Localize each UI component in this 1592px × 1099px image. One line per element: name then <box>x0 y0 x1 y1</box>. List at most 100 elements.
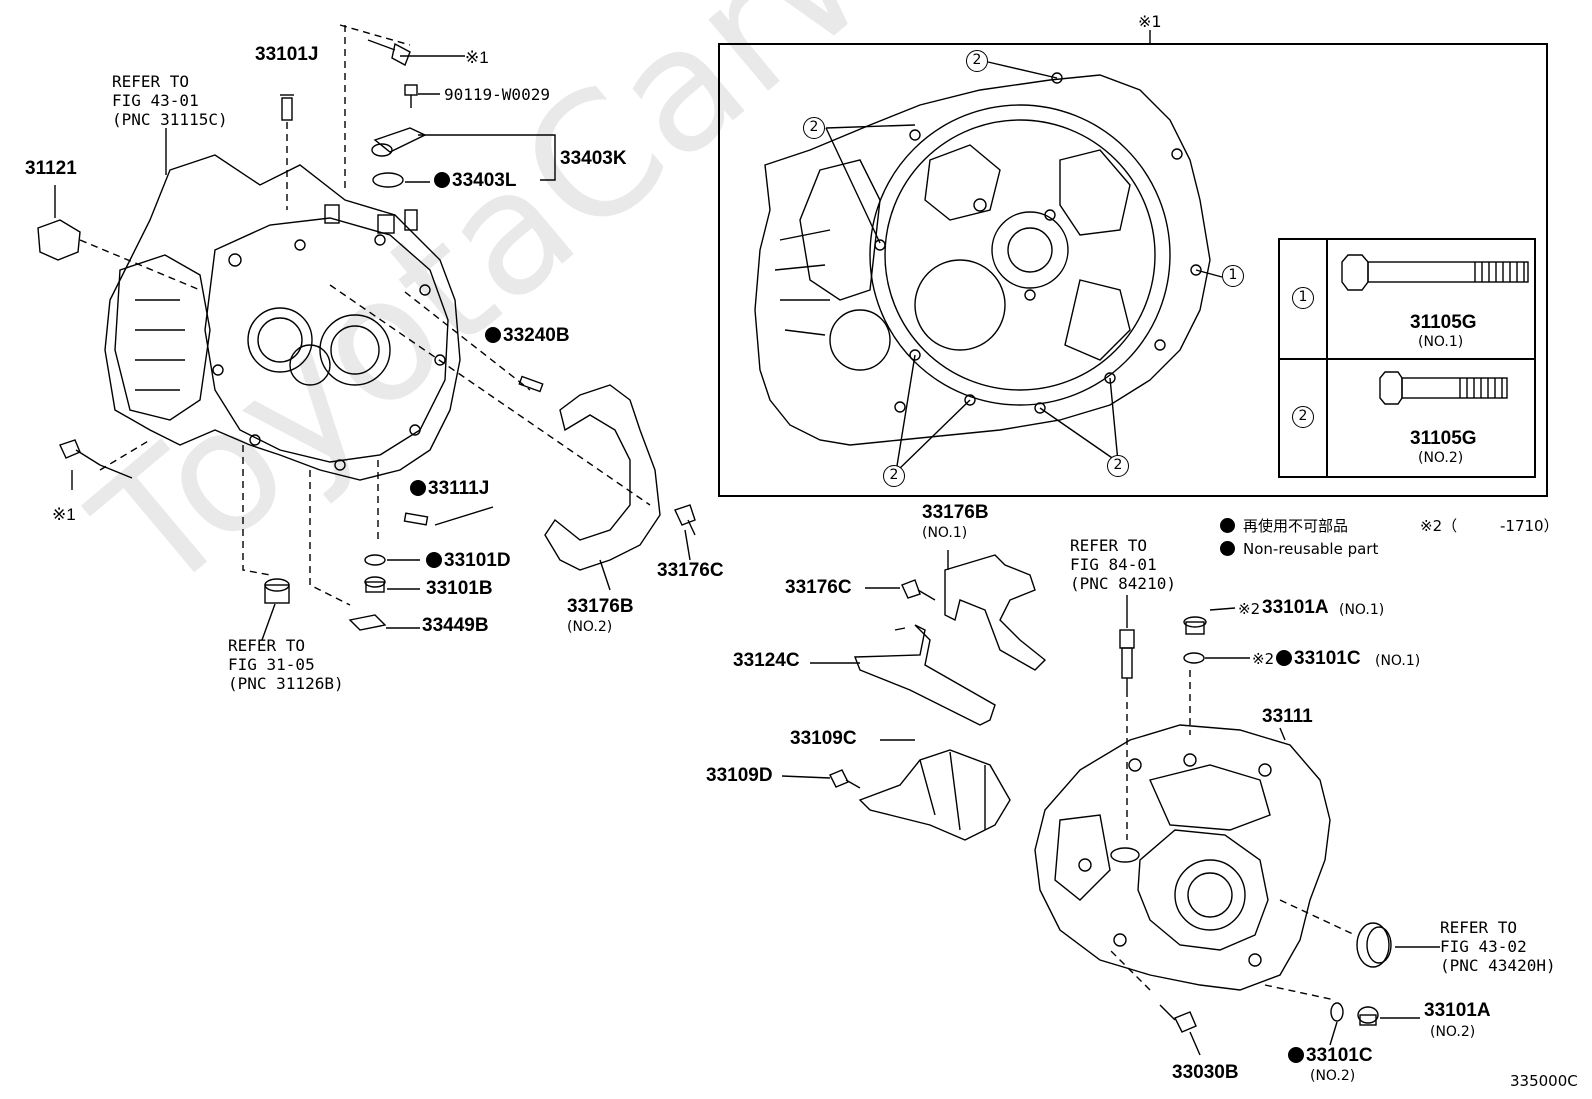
label-33101A-no2: 33101A <box>1424 1000 1491 1021</box>
bolt-33109D-drawing <box>829 769 861 789</box>
legend-en-text: Non-reusable part <box>1243 540 1379 558</box>
bolt-row-1-num-cell: 1 <box>1280 240 1328 358</box>
label-33176C-right: 33176C <box>657 560 724 581</box>
note-2-b: ※2 <box>1252 650 1275 668</box>
plug-33101A-no1-drawing <box>1183 616 1207 635</box>
bolt-row-1-callout: 1 <box>1292 287 1314 309</box>
oil-seal-43420H-drawing <box>1356 922 1392 968</box>
label-33111J: 33111J <box>410 478 489 500</box>
bolt-row-2-callout: 2 <box>1292 406 1314 428</box>
refer-line-2: FIG 84-01 <box>1070 555 1157 574</box>
bolt-row-2-num-cell: 2 <box>1280 358 1328 476</box>
refer-line-3: (PNC 31126B) <box>228 674 344 693</box>
legend-english: Non-reusable part <box>1220 540 1378 558</box>
label-note-1: ※1 <box>465 48 489 67</box>
part-31121-drawing <box>37 219 81 261</box>
label-33176C-left: 33176C <box>785 577 852 598</box>
label-33111: 33111 <box>1262 706 1313 727</box>
non-reusable-dot-icon <box>1276 650 1292 666</box>
refer-line-3: (PNC 31115C) <box>112 110 228 129</box>
non-reusable-dot-icon <box>1288 1047 1304 1063</box>
label-33176B-no2-sub: (NO.2) <box>567 619 613 635</box>
washer-33101D-drawing <box>364 554 386 566</box>
part-33101J-drawing <box>280 94 294 121</box>
label-33176B-no1: 33176B <box>922 502 989 523</box>
label-33124C: 33124C <box>733 650 800 671</box>
inset-frame <box>718 43 1548 497</box>
non-reusable-dot-icon <box>410 480 426 496</box>
callout-2-bottom-right: 2 <box>1107 455 1129 477</box>
bolt-row-2-part: 31105G <box>1410 428 1477 449</box>
refer-fig-31-05: REFER TO FIG 31-05 (PNC 31126B) <box>228 636 344 693</box>
label-33101A-no2-sub: (NO.2) <box>1430 1024 1476 1040</box>
inset-housing-drawing <box>754 72 1211 446</box>
label-33101C-no2-text: 33101C <box>1306 1045 1373 1066</box>
callout-1-right: 1 <box>1222 265 1244 287</box>
bolt-row-1-sub: (NO.1) <box>1418 334 1464 350</box>
non-reusable-dot-icon <box>426 552 442 568</box>
label-90119-W0029: 90119-W0029 <box>444 85 550 104</box>
non-reusable-dot-icon <box>434 172 450 188</box>
label-33176B-no2: 33176B <box>567 596 634 617</box>
label-31121: 31121 <box>25 158 77 179</box>
legend-note-2: ※2（ <box>1420 517 1458 535</box>
inset-note: ※1 <box>1138 12 1162 31</box>
refer-line-1: REFER TO <box>228 636 306 655</box>
label-33101A-no1: 33101A <box>1262 597 1329 618</box>
label-33101D-text: 33101D <box>444 550 511 571</box>
note-2-a: ※2 <box>1238 600 1261 618</box>
label-33403L: 33403L <box>434 170 516 192</box>
plug-33101B-drawing <box>364 576 386 593</box>
callout-2-top: 2 <box>966 50 988 72</box>
label-33240B: 33240B <box>485 325 570 347</box>
right-housing-drawing <box>1034 724 1331 991</box>
bolt-row-2-sub: (NO.2) <box>1418 450 1464 466</box>
label-note-1-bottom: ※1 <box>52 505 76 524</box>
refer-line-1: REFER TO <box>1440 918 1518 937</box>
label-33101C-no2-sub: (NO.2) <box>1310 1068 1356 1084</box>
bolt-33030B-drawing <box>1159 1004 1197 1033</box>
plug-33101A-no2-drawing <box>1357 1006 1379 1026</box>
bolt-left-drawing <box>59 439 133 479</box>
bolt-31105G-no2-drawing <box>1379 371 1508 405</box>
washer-33101C-no2-drawing <box>1330 1002 1344 1022</box>
label-33101D: 33101D <box>426 550 511 572</box>
refer-line-1: REFER TO <box>112 72 190 91</box>
label-33101B: 33101B <box>426 578 493 599</box>
part-33403K-drawing <box>371 127 427 157</box>
callout-2-bottom-left: 2 <box>883 465 905 487</box>
inset-callout-leaders <box>825 30 1223 473</box>
label-33101C-no1: 33101C <box>1276 648 1361 670</box>
label-33030B: 33030B <box>1172 1062 1239 1083</box>
label-33101C-no2: 33101C <box>1288 1045 1373 1067</box>
legend-japanese: 再使用不可部品 <box>1220 515 1348 536</box>
bracket-33176B-no1-drawing <box>944 554 1047 671</box>
refer-line-3: (PNC 84210) <box>1070 574 1176 593</box>
non-reusable-dot-icon <box>1220 541 1235 556</box>
legend-jp-text: 再使用不可部品 <box>1243 517 1349 535</box>
figure-code: 335000C <box>1510 1072 1578 1090</box>
label-33449B: 33449B <box>422 615 489 636</box>
bolt-row-1-part: 31105G <box>1410 312 1477 333</box>
bolt-31105G-no1-drawing <box>1341 254 1529 291</box>
label-33101J: 33101J <box>255 44 319 65</box>
label-33109C: 33109C <box>790 728 857 749</box>
bolt-row-1: 1 31105G (NO.1) <box>1280 240 1534 360</box>
left-housing-drawing <box>104 154 461 481</box>
refer-line-2: FIG 31-05 <box>228 655 315 674</box>
refer-line-2: FIG 43-01 <box>112 91 199 110</box>
refer-fig-43-02: REFER TO FIG 43-02 (PNC 43420H) <box>1440 918 1556 975</box>
label-33403L-text: 33403L <box>452 170 517 191</box>
bolt-table: 1 31105G (NO.1) 2 31105G (NO.2) <box>1278 238 1536 478</box>
bolt-row-2: 2 31105G (NO.2) <box>1280 358 1534 476</box>
legend-note-2-range: -1710） <box>1500 517 1559 535</box>
washer-33101C-no1-drawing <box>1183 652 1205 664</box>
label-33403K: 33403K <box>560 148 627 169</box>
label-33240B-text: 33240B <box>503 325 570 346</box>
oring-33403L-drawing <box>372 172 404 188</box>
refer-fig-43-01: REFER TO FIG 43-01 (PNC 31115C) <box>112 72 228 129</box>
bolt-33176C-right-drawing <box>674 504 696 536</box>
pin-33240B-drawing <box>518 375 544 393</box>
